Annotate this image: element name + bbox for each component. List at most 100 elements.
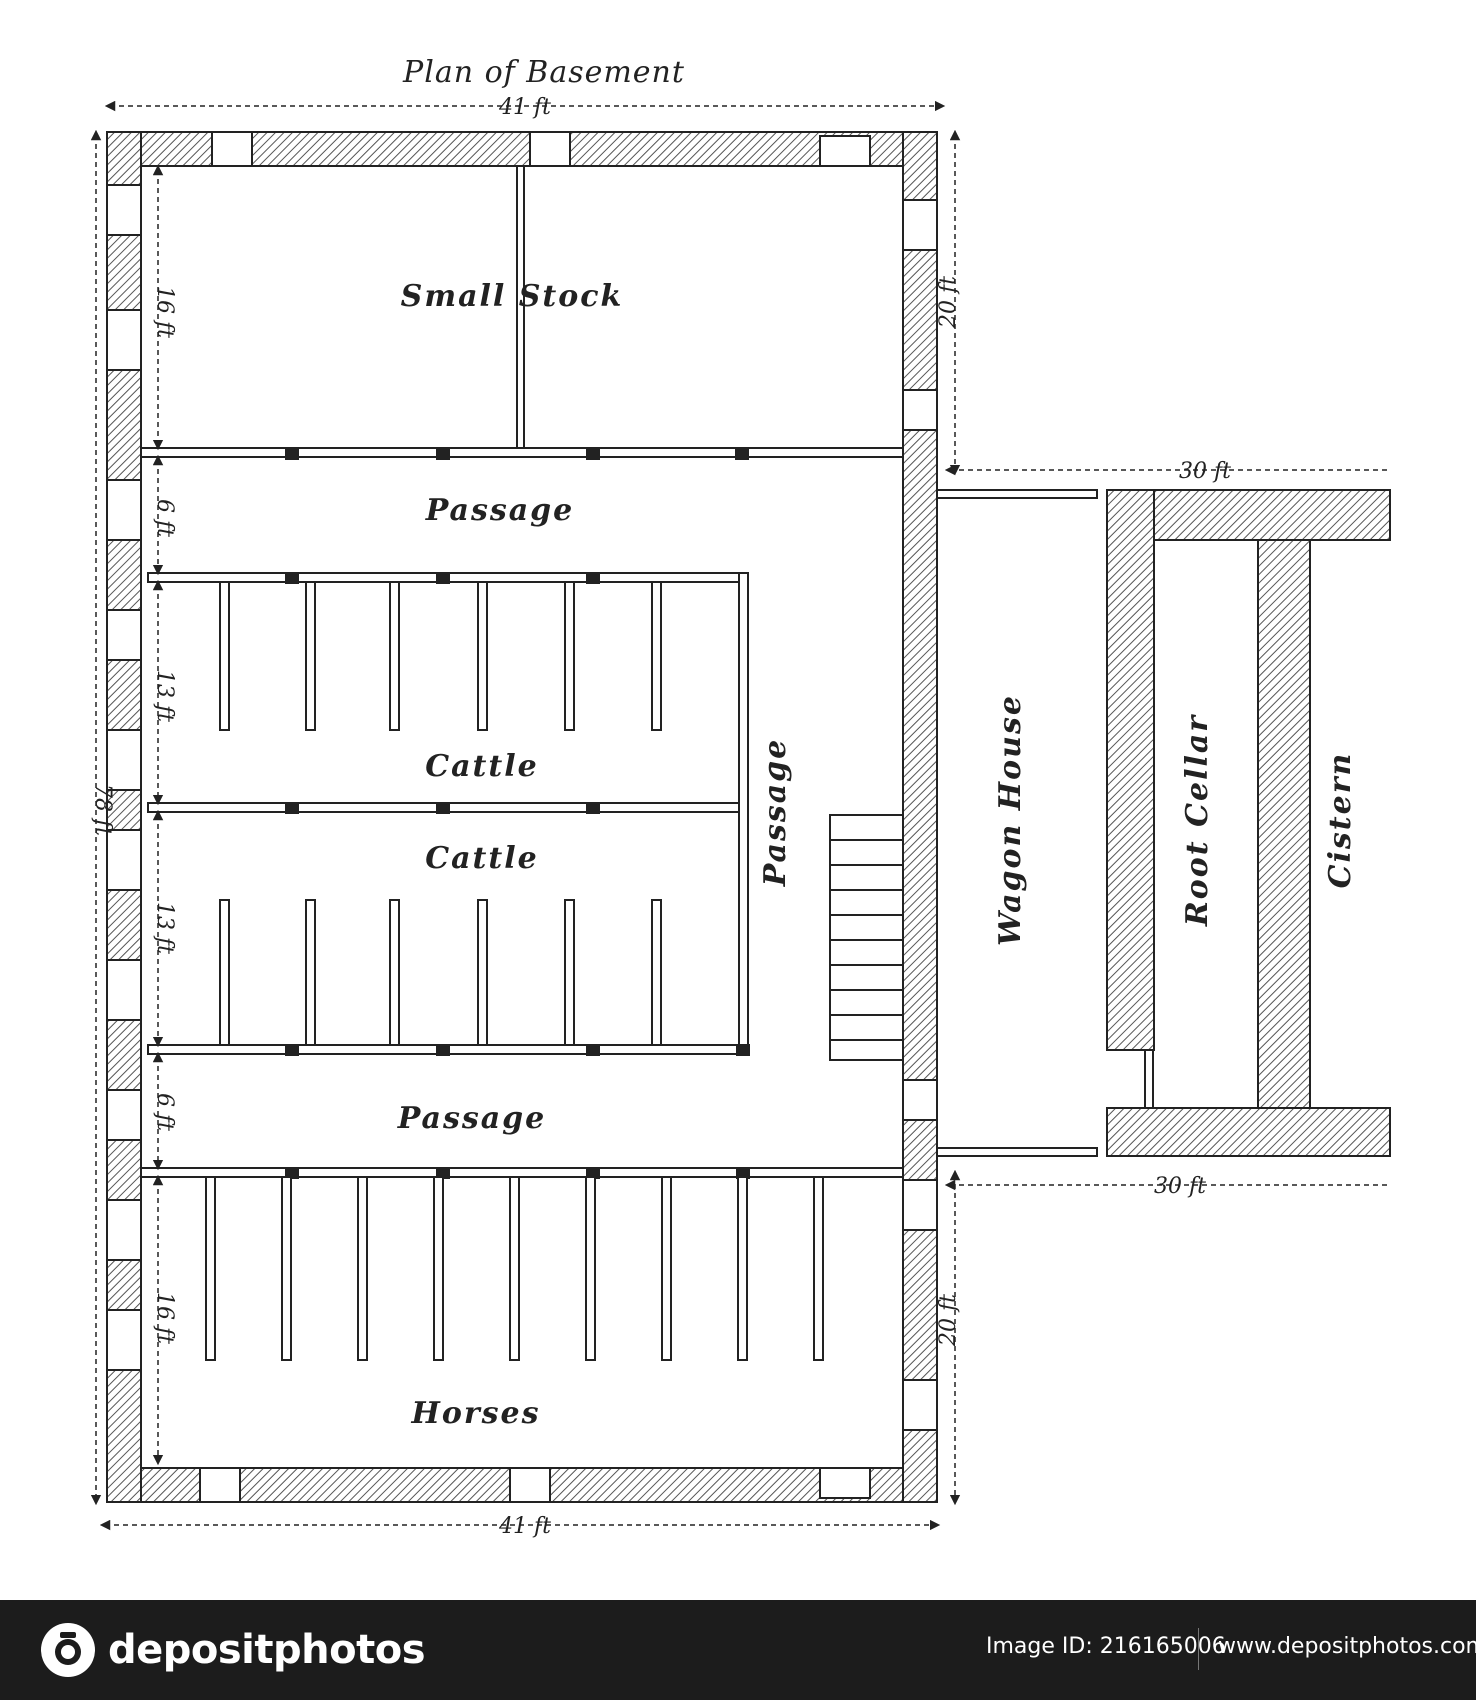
wagon-house-top-wall [936,489,1098,499]
interior-partitions [140,165,904,1361]
label-wagon-house: Wagon House [993,694,1028,946]
stall-divider [564,899,575,1046]
rail-cattle-right [738,572,749,1055]
dim-passage-bottom: 6 ft [152,1093,177,1131]
stall-divider [389,581,400,731]
window-left-10 [106,1309,142,1371]
cellar-cistern-divider [1257,539,1311,1109]
stall-divider [651,899,662,1046]
window-right-5 [902,1379,938,1431]
dimension-lines [90,100,1390,1531]
window-bottom-1 [199,1467,241,1503]
post [285,448,299,460]
horse-stall-divider [737,1176,748,1361]
dim-horses: 16 ft [152,1292,177,1344]
horse-stall-divider [509,1176,520,1361]
post [285,1044,299,1056]
window-right-4 [902,1179,938,1231]
stall-divider [389,899,400,1046]
post [436,572,450,584]
window-left-5 [106,729,142,791]
window-right-2 [902,389,938,431]
horse-stall-divider [357,1176,368,1361]
horse-stall-divider [433,1176,444,1361]
post [436,448,450,460]
site-url: www.depositphotos.com [1218,1634,1476,1659]
post [736,1044,750,1056]
brand-name: depositphotos [108,1627,426,1673]
doorway-bottom [819,1467,871,1499]
stall-divider [651,581,662,731]
basement-floor-plan: Plan of Basement Small Stock Passage Cat… [90,55,1391,1539]
stall-divider [477,581,488,731]
window-left-8 [106,1089,142,1141]
annex-structure [936,489,1391,1157]
post [586,802,600,814]
label-cattle-1: Cattle [425,749,539,784]
dim-small-stock: 16 ft [152,286,177,338]
stall-divider [477,899,488,1046]
root-cellar-bottom-wall [1106,1107,1391,1157]
staircase [829,814,904,1061]
post [285,802,299,814]
post [586,448,600,460]
camera-icon [41,1623,95,1677]
stall-divider [305,899,316,1046]
dim-width-bottom: 41 ft [498,1514,551,1539]
window-top-1 [211,131,253,167]
label-passage-side: Passage [758,738,793,887]
root-cellar-left-wall [1106,489,1155,1051]
dim-right-top: 20 ft [936,276,961,329]
wall-right [902,131,938,1503]
rail-small-stock [140,447,904,458]
dim-annex-top: 30 ft [1179,459,1231,484]
window-right-3 [902,1079,938,1121]
stall-divider [219,581,230,731]
post [586,1044,600,1056]
post [735,448,749,460]
post [436,802,450,814]
dim-cattle-1: 13 ft [152,670,177,722]
label-cattle-2: Cattle [425,841,539,876]
label-root-cellar: Root Cellar [1180,714,1215,927]
label-cistern: Cistern [1323,752,1358,889]
post [436,1044,450,1056]
window-left-3 [106,479,142,541]
image-id: Image ID: 216165006 [986,1634,1226,1659]
window-right-1 [902,199,938,251]
dim-height-left: 78 ft [90,784,115,836]
horse-stall-divider [813,1176,824,1361]
window-left-2 [106,309,142,371]
stall-divider [219,899,230,1046]
window-left-9 [106,1199,142,1261]
rail-horses-top [140,1167,904,1178]
label-small-stock: Small Stock [401,279,624,314]
horse-stall-divider [281,1176,292,1361]
brand-logo: depositphotos [40,1622,426,1678]
post [586,572,600,584]
stall-divider [564,581,575,731]
window-left-4 [106,609,142,661]
window-bottom-2 [509,1467,551,1503]
main-building-walls [106,131,938,1503]
horse-stall-divider [585,1176,596,1361]
cellar-door [1144,1049,1154,1109]
window-left-6 [106,829,142,891]
stall-divider [305,581,316,731]
horse-stall-divider [661,1176,672,1361]
window-left-7 [106,959,142,1021]
label-passage-top: Passage [425,493,574,528]
horse-stall-divider [205,1176,216,1361]
doorway-top [819,135,871,167]
dim-width-top: 41 ft [498,95,551,120]
dim-right-bottom: 20 ft [936,1294,961,1347]
window-left-1 [106,184,142,236]
label-passage-bottom: Passage [397,1101,546,1136]
dim-annex-bottom: 30 ft [1154,1174,1206,1199]
dim-passage-top: 6 ft [152,499,177,537]
label-horses: Horses [410,1396,540,1431]
wagon-house-bottom-wall [936,1147,1098,1157]
plan-title: Plan of Basement [402,55,685,90]
dim-cattle-2: 13 ft [152,902,177,954]
watermark-footer: depositphotos Image ID: 216165006 www.de… [0,1600,1476,1700]
